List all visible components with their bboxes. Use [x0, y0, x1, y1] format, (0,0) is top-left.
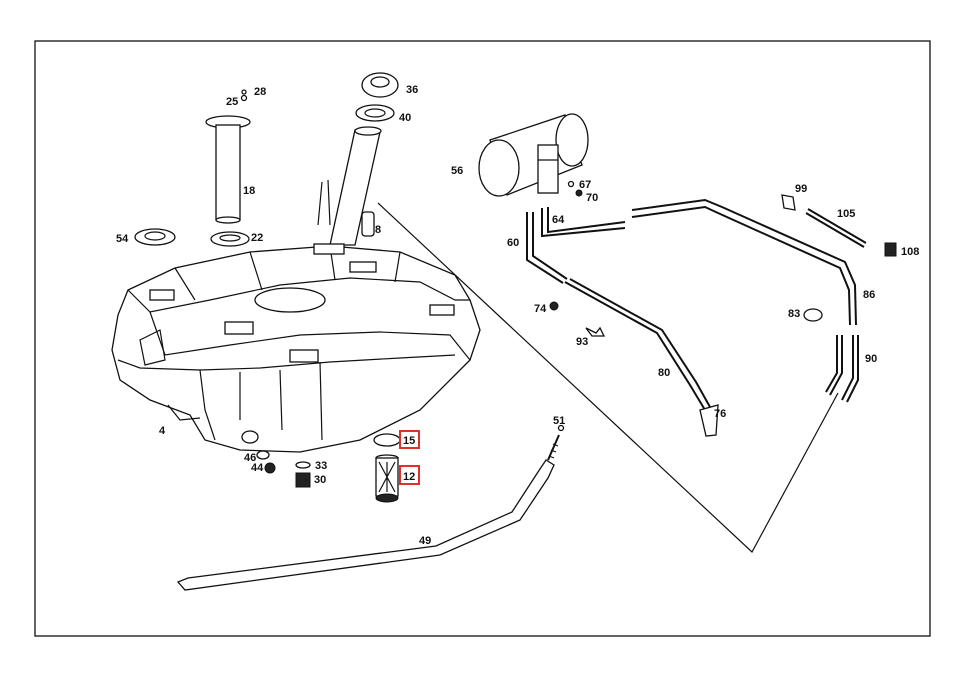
part-33-washer: [295, 461, 311, 469]
label-44: 44: [251, 462, 264, 474]
label-36: 36: [406, 84, 418, 96]
label-99: 99: [795, 183, 807, 195]
part-54-ring: [134, 228, 176, 246]
part-18-sender: [205, 115, 251, 224]
part-22-ring: [210, 231, 250, 247]
label-80: 80: [658, 367, 670, 379]
part-86-pipe: [631, 198, 857, 326]
label-8: 8: [375, 224, 381, 236]
label-70: 70: [586, 192, 598, 204]
part-70-nut: [575, 189, 583, 197]
label-49: 49: [419, 535, 431, 547]
label-90: 90: [865, 353, 877, 365]
label-25: 25: [226, 96, 238, 108]
part-90-hose: [829, 335, 843, 396]
label-30: 30: [314, 474, 326, 486]
part-76-nozzle: [699, 404, 719, 437]
part-40-gasket: [355, 104, 395, 122]
fuel-tank: [111, 245, 481, 453]
part-105-rod: [807, 208, 867, 244]
label-28: 28: [254, 86, 266, 98]
label-56: 56: [451, 165, 463, 177]
label-15: 15: [403, 435, 415, 447]
highlight-box-12: [399, 465, 420, 485]
part-46-washer: [256, 450, 270, 460]
leader-line: [377, 202, 839, 553]
label-86: 86: [863, 289, 875, 301]
label-4: 4: [159, 425, 166, 437]
part-12-strainer: [375, 454, 399, 503]
label-22: 22: [251, 232, 263, 244]
part-108-clip: [884, 242, 897, 257]
label-33: 33: [315, 460, 327, 472]
label-12: 12: [403, 471, 415, 483]
part-80-pipe: [564, 281, 706, 411]
part-30-plug: [295, 472, 311, 488]
part-83-grommet: [803, 308, 823, 322]
filler-neck: [313, 126, 382, 255]
label-51: 51: [553, 415, 565, 427]
label-108: 108: [901, 246, 919, 258]
part-51-bolt: [547, 424, 565, 461]
label-76: 76: [714, 408, 726, 420]
part-56-canister: [478, 113, 589, 197]
part-99-clip: [781, 194, 796, 211]
part-36-cap: [361, 72, 399, 98]
part-67-screw: [567, 180, 575, 188]
label-74: 74: [534, 303, 547, 315]
part-93-clamp: [585, 326, 606, 337]
label-67: 67: [579, 179, 591, 191]
label-46: 46: [244, 452, 256, 464]
highlight-box-15: [399, 430, 420, 449]
part-8-sleeve: [361, 211, 375, 237]
label-54: 54: [116, 233, 129, 245]
part-44-plug: [264, 462, 276, 474]
label-93: 93: [576, 336, 588, 348]
diagram-frame: [34, 40, 931, 637]
label-64: 64: [552, 214, 565, 226]
part-49-strap: [176, 459, 555, 591]
label-105: 105: [837, 208, 855, 220]
label-18: 18: [243, 185, 255, 197]
label-60: 60: [507, 237, 519, 249]
part-28-washer: [241, 89, 247, 95]
label-40: 40: [399, 112, 411, 124]
part-74-nut: [549, 301, 559, 311]
part-64-hose: [547, 207, 626, 234]
part-15-ring: [373, 433, 401, 447]
label-83: 83: [788, 308, 800, 320]
part-60-hose: [526, 212, 564, 284]
part-25-screw: [240, 94, 248, 102]
